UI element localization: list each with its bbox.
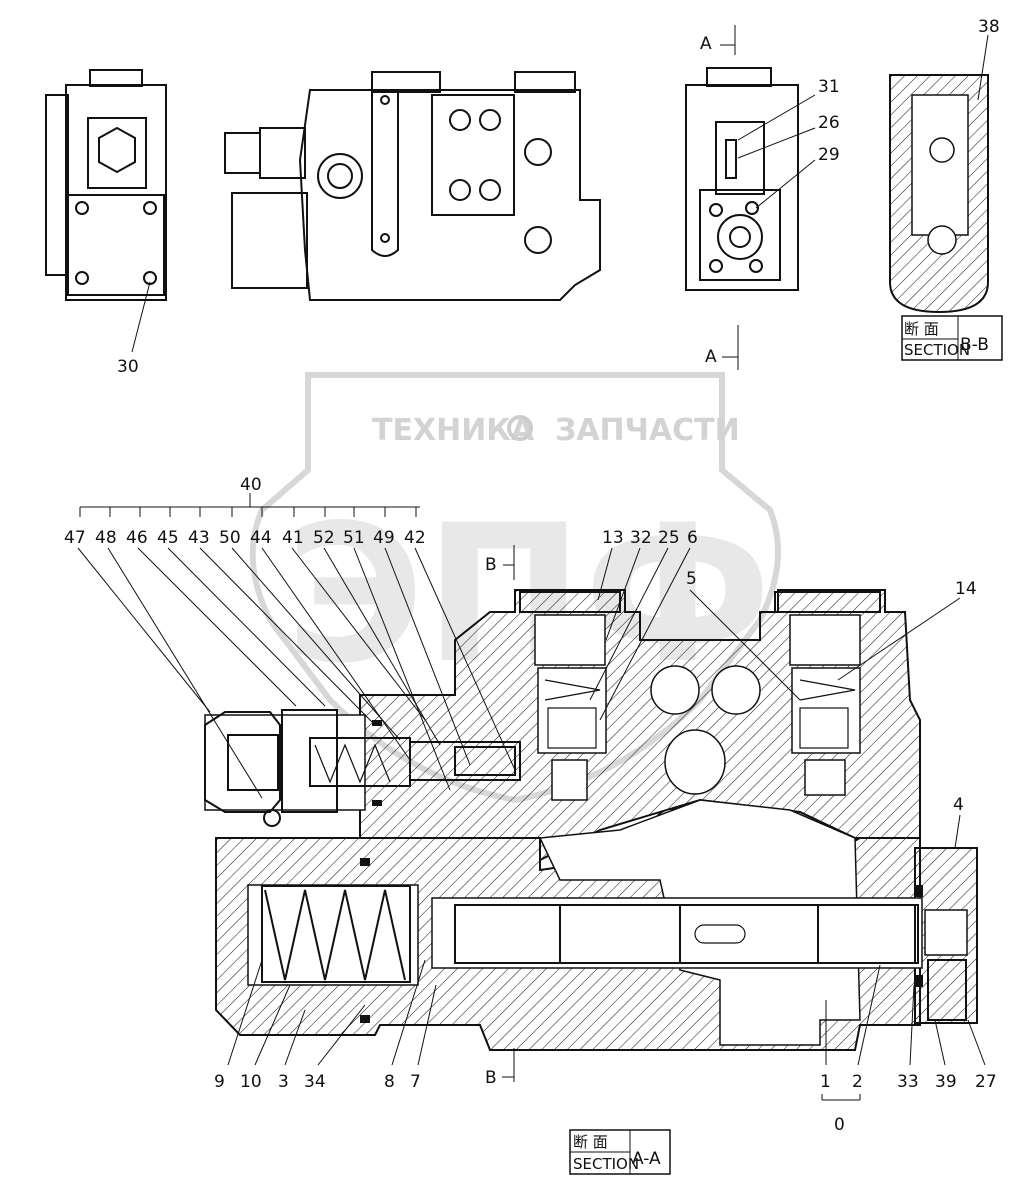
callout-32: 32 <box>630 528 652 548</box>
top-view-end <box>685 25 816 370</box>
group-label-40: 40 <box>240 475 262 495</box>
callout-39: 39 <box>935 1072 957 1092</box>
callout-14: 14 <box>955 579 977 599</box>
callout-25: 25 <box>658 528 680 548</box>
cut-mark-b-bottom: B <box>485 1068 497 1088</box>
section-aa-jp: 断 面 <box>573 1133 608 1151</box>
callout-44: 44 <box>250 528 272 548</box>
callout-34: 34 <box>304 1072 326 1092</box>
top-view-front <box>45 69 167 353</box>
section-bb-jp: 断 面 <box>904 320 939 338</box>
section-aa-label: 断 面 SECTION A-A <box>569 1129 671 1175</box>
check-spring-right <box>799 679 856 749</box>
callout-8: 8 <box>384 1072 395 1092</box>
section-aa-en: SECTION <box>573 1155 639 1173</box>
callout-1: 1 <box>820 1072 831 1092</box>
callout-10: 10 <box>240 1072 262 1092</box>
callout-31: 31 <box>818 77 840 97</box>
callout-7: 7 <box>410 1072 421 1092</box>
cut-mark-a-mid: A <box>705 347 717 367</box>
callout-41: 41 <box>282 528 304 548</box>
callout-6: 6 <box>687 528 698 548</box>
callout-4: 4 <box>953 795 964 815</box>
spool <box>454 904 919 964</box>
check-spring-left <box>544 679 601 749</box>
callout-50: 50 <box>219 528 241 548</box>
top-view-side <box>224 71 601 301</box>
callout-38: 38 <box>978 17 1000 37</box>
callout-27: 27 <box>975 1072 997 1092</box>
callout-49: 49 <box>373 528 395 548</box>
top-view-section-bb <box>889 34 1003 361</box>
callout-52: 52 <box>313 528 335 548</box>
callout-30: 30 <box>117 357 139 377</box>
callout-2: 2 <box>852 1072 863 1092</box>
main-section-aa <box>204 589 978 1051</box>
gear-icon <box>507 415 533 441</box>
callout-48: 48 <box>95 528 117 548</box>
leader-lines <box>77 493 986 1101</box>
callout-5: 5 <box>686 569 697 589</box>
section-bb-id: B-B <box>960 335 989 355</box>
callout-29: 29 <box>818 145 840 165</box>
callout-51: 51 <box>343 528 365 548</box>
callout-43: 43 <box>188 528 210 548</box>
watermark-line2: ЗАПЧАСТИ <box>555 413 740 448</box>
cut-mark-b-top: B <box>485 555 497 575</box>
callout-3: 3 <box>278 1072 289 1092</box>
section-bb-en: SECTION <box>904 341 970 359</box>
group-label-0: 0 <box>834 1115 845 1135</box>
callout-45: 45 <box>157 528 179 548</box>
callout-9: 9 <box>214 1072 225 1092</box>
section-aa-id: A-A <box>632 1149 661 1169</box>
callout-47: 47 <box>64 528 86 548</box>
callout-26: 26 <box>818 113 840 133</box>
callout-33: 33 <box>897 1072 919 1092</box>
callout-42: 42 <box>404 528 426 548</box>
main-spring <box>261 885 411 983</box>
callout-13: 13 <box>602 528 624 548</box>
pilot-assembly <box>204 709 521 827</box>
cut-mark-a-top: A <box>700 34 712 54</box>
callout-46: 46 <box>126 528 148 548</box>
